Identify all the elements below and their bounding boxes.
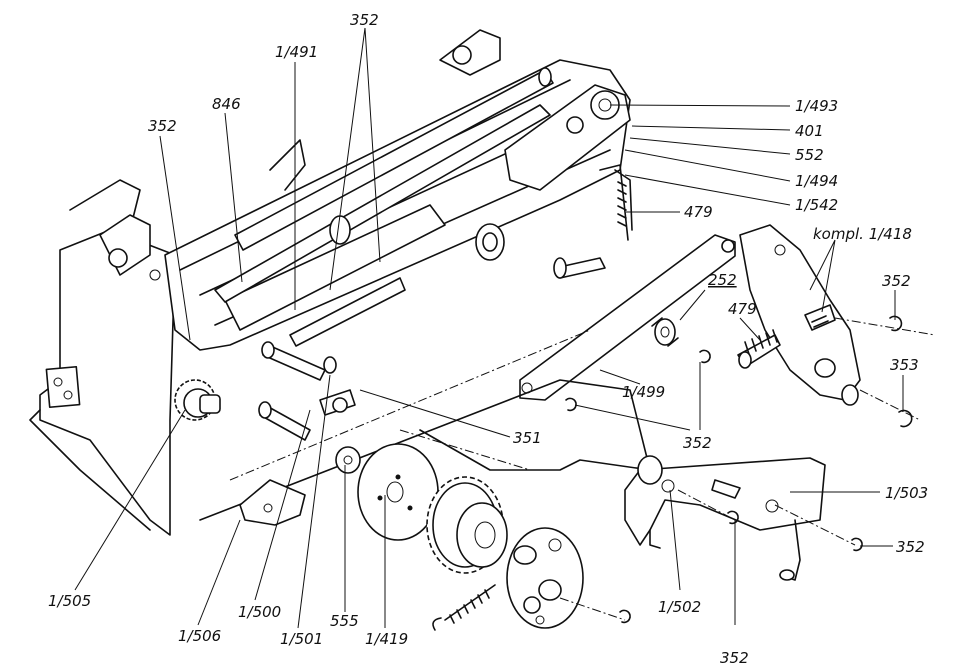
label-352-left: 352: [148, 117, 177, 135]
upper-arm-1-493: [504, 84, 633, 241]
label-352-bottom: 352: [720, 649, 749, 667]
bracket-1-506: [239, 479, 306, 526]
left-side-frame: [29, 179, 176, 536]
label-846: 846: [212, 95, 241, 113]
label-1-493: 1/493: [795, 97, 838, 115]
circlips: [565, 315, 913, 624]
label-353: 353: [890, 356, 919, 374]
label-1-503: 1/503: [885, 484, 928, 502]
label-479-top: 479: [684, 203, 713, 221]
label-352-r2: 352: [896, 538, 925, 556]
label-555: 555: [330, 612, 359, 630]
label-252: 252: [708, 271, 737, 289]
bushing-252: [651, 317, 679, 347]
leader-lines: [74, 27, 904, 629]
label-351: 351: [513, 429, 542, 447]
label-352-right: 352: [882, 272, 911, 290]
plate-1-503: [624, 455, 826, 581]
label-352-top: 352: [350, 11, 379, 29]
lever-kompl-1-418: [739, 224, 861, 406]
label-1-491: 1/491: [275, 43, 318, 61]
cam-disc: [506, 527, 584, 629]
label-479-mid: 479: [728, 300, 757, 318]
label-1-505: 1/505: [48, 592, 91, 610]
gear-1-505: [174, 379, 221, 421]
disc-1-419: [357, 443, 439, 541]
label-401: 401: [795, 122, 824, 140]
washer-555: [335, 446, 361, 474]
label-352-mid: 352: [683, 434, 712, 452]
label-1-506: 1/506: [178, 627, 221, 645]
gear-wheel: [426, 476, 508, 574]
spring-479: [737, 329, 781, 369]
label-1-494: 1/494: [795, 172, 838, 190]
label-552: 552: [795, 146, 824, 164]
label-1-419: 1/419: [365, 630, 408, 648]
label-1-502: 1/502: [658, 598, 701, 616]
callout-labels: 352 1/491 846 352 1/493 401 552 1/494 1/…: [48, 11, 928, 667]
label-kompl-1-418: kompl. 1/418: [813, 225, 912, 243]
label-1-501: 1/501: [280, 630, 323, 648]
pins-lower-left: [258, 341, 356, 441]
label-1-500: 1/500: [238, 603, 281, 621]
spring-small: [432, 584, 496, 631]
link-1-499: [519, 234, 736, 401]
axis-lines: [559, 317, 936, 621]
upper-shafts: [214, 67, 554, 347]
label-1-499: 1/499: [622, 383, 665, 401]
base-plate: [199, 329, 651, 521]
label-1-542: 1/542: [795, 196, 838, 214]
